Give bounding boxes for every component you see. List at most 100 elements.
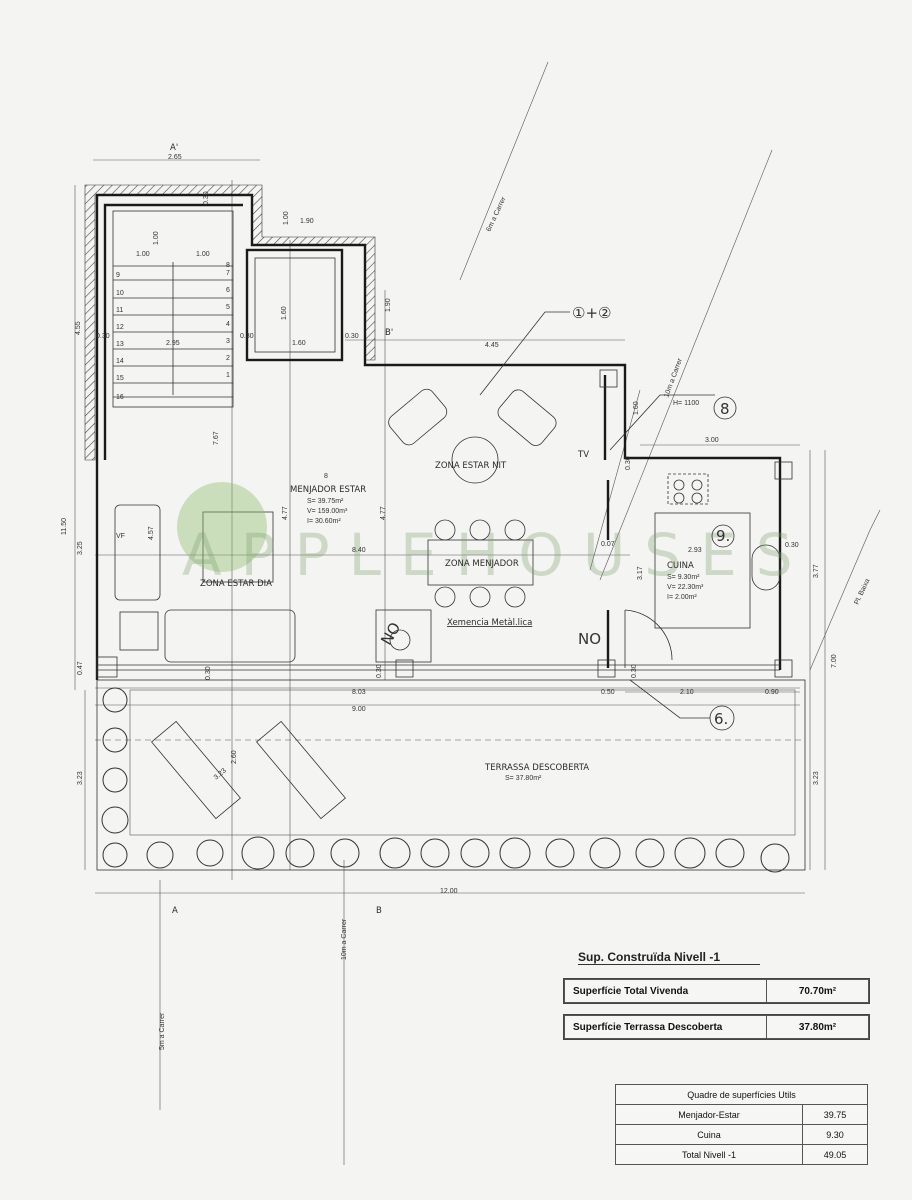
plan-label: 1 [226, 372, 230, 379]
plan-label: 6 [226, 287, 230, 294]
plan-label: 0.30 [96, 333, 110, 340]
plan-label: 2 [226, 355, 230, 362]
surface-summary-title: Sup. Construïda Nivell -1 [578, 950, 761, 965]
plan-label: 4.57 [148, 526, 155, 540]
plan-label: 3.25 [77, 541, 84, 555]
plan-label: 4.77 [282, 506, 289, 520]
room-name-terrassa: TERRASSA DESCOBERTA [484, 763, 589, 773]
plan-label: 3.23 [213, 767, 228, 781]
zone-estar-dia: ZONA ESTAR DIA [200, 579, 272, 589]
plan-label: 9. [716, 527, 730, 545]
plan-label: 11.50 [61, 518, 68, 535]
plan-label: S= 39.75m² [307, 498, 344, 505]
plan-label: 2.10 [680, 689, 694, 696]
plan-label: 0.30 [240, 333, 254, 340]
plan-label: NO [578, 630, 601, 648]
table-row: Superfície Total Vivenda 70.70m² [564, 979, 869, 1003]
dimension-labels: 2.65 0.30 1.00 1.90 1.00 1.00 1.00 1.60 … [61, 154, 838, 895]
plan-label: V= 159.00m³ [307, 508, 348, 515]
plan-label: 8 [226, 262, 230, 269]
plan-label: 9 [116, 272, 120, 279]
room-name-menjador-estar: MENJADOR ESTAR [290, 485, 366, 495]
room-name-cuina: CUINA [667, 561, 694, 571]
plan-label: VF [116, 533, 125, 540]
plan-label: 3.23 [813, 771, 820, 785]
plan-label: I= 30.60m² [307, 518, 341, 525]
plan-label: A' [170, 143, 178, 153]
plan-label: H= 1100 [673, 400, 699, 407]
walls [84, 184, 782, 680]
plan-label: 8.40 [352, 547, 366, 554]
plan-label: S= 9.30m² [667, 574, 700, 581]
plan-label: 3.00 [705, 437, 719, 444]
plan-label: 0.47 [77, 661, 84, 675]
furniture [114, 388, 781, 820]
plan-label: 12 [116, 324, 124, 331]
plan-label: 10m a Carrer [341, 918, 348, 960]
plan-label: 6m a Carrer [485, 195, 507, 232]
plan-label: 3.17 [637, 566, 644, 580]
plan-label: 1.60 [633, 401, 640, 415]
plan-label: 15 [116, 375, 124, 382]
plan-label: ①+② [572, 304, 611, 322]
plan-label: S= 37.80m² [505, 775, 542, 782]
plan-label: 0.30 [203, 191, 210, 205]
plan-label: 14 [116, 358, 124, 365]
plan-label: 1.00 [283, 211, 290, 225]
plan-label: B' [385, 328, 393, 338]
zone-menjador: ZONA MENJADOR [445, 559, 519, 569]
plan-label: 3 [226, 338, 230, 345]
plan-label: 11 [116, 307, 123, 314]
planter-plants [101, 687, 790, 873]
plan-label: 1.60 [292, 340, 306, 347]
plan-label: B [376, 906, 382, 916]
plan-label: Pl. Baixa [853, 578, 871, 606]
plan-label: 1.60 [281, 306, 288, 320]
applehouses-watermark: APPLEHOUSES [177, 482, 793, 589]
plan-label: V= 22.30m³ [667, 584, 704, 591]
construction-lines [74, 61, 881, 1165]
plan-label: 13 [116, 341, 124, 348]
plan-label: 4.55 [75, 321, 82, 335]
plan-label: 4.45 [485, 342, 499, 349]
plan-label: 1.00 [196, 251, 210, 258]
table-row: Superfície Terrassa Descoberta 37.80m² [564, 1015, 869, 1039]
xemeneia-label: Xemencia Metàl.lica [447, 618, 532, 628]
plan-label: 5m a Carrer [159, 1012, 166, 1050]
plan-label: 2.95 [166, 340, 180, 347]
plan-label: 16 [116, 394, 124, 401]
plan-label: 0.90 [765, 689, 779, 696]
plan-label: 12.00 [440, 888, 458, 895]
plan-label: 9.00 [352, 706, 366, 713]
plan-label: 0.07 [601, 541, 615, 548]
plan-label: 2.60 [231, 750, 238, 764]
plan-label: A [172, 906, 178, 916]
section-markers: A' B' A B [170, 143, 393, 916]
plan-label: 4 [226, 321, 230, 328]
surface-terrace-table: Superfície Terrassa Descoberta 37.80m² [563, 1014, 870, 1040]
stair-step-numbers: 1 2 3 4 5 6 7 8 9 10 11 12 13 14 15 16 [116, 262, 230, 401]
surface-total-table: Superfície Total Vivenda 70.70m² [563, 978, 870, 1004]
plan-label: 3.77 [813, 564, 820, 578]
plan-label: 4.77 [380, 506, 387, 520]
zone-estar-nit: ZONA ESTAR NIT [435, 461, 507, 471]
columns [96, 369, 793, 678]
plan-label: 3.23 [77, 771, 84, 785]
plan-label: 7.00 [831, 654, 838, 668]
plan-label: 5 [226, 304, 230, 311]
plan-label: 0.30 [376, 664, 383, 678]
plan-label: 0.30 [631, 664, 638, 678]
plan-label: 7 [226, 270, 230, 277]
plan-label: 10 [116, 290, 124, 297]
useful-surfaces-title: Quadre de superfícies Utils [615, 1084, 868, 1105]
terrace [96, 679, 806, 873]
staircase [112, 210, 234, 408]
plan-label: I= 2.00m² [667, 594, 697, 601]
plan-label: 0.30 [345, 333, 359, 340]
room-number: 8 [324, 473, 328, 480]
plan-label: 1.00 [153, 231, 160, 245]
